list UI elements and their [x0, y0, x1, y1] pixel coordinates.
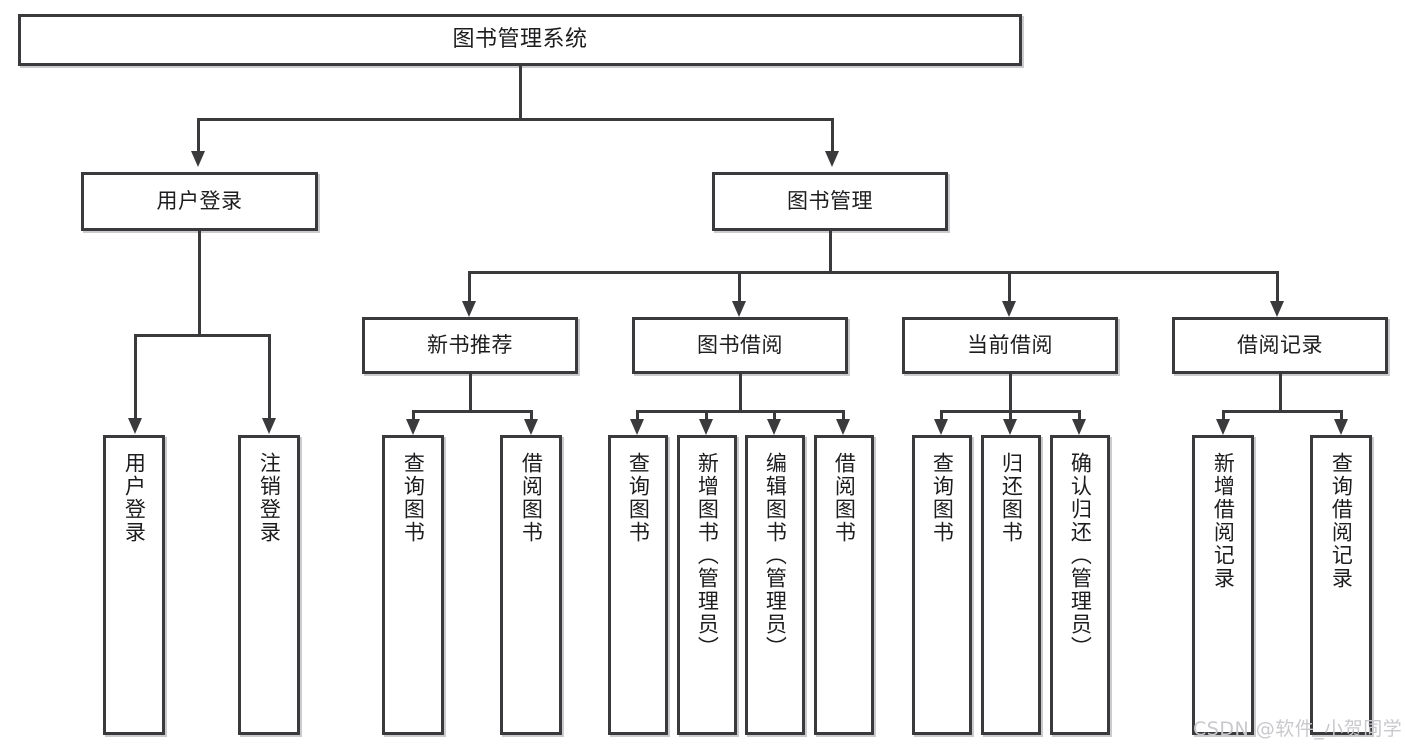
node-label: 图书管理系统	[452, 27, 588, 53]
node-label: 查询图书	[626, 452, 651, 544]
leaf-current-borrow-query[interactable]: 查询图书	[912, 435, 972, 735]
connector-bb-stem	[739, 374, 742, 410]
node-book-borrow[interactable]: 图书借阅	[632, 317, 848, 374]
connector-drop-book-manage	[831, 118, 834, 151]
node-label: 借阅图书	[832, 452, 857, 544]
node-borrow-record[interactable]: 借阅记录	[1172, 317, 1388, 374]
node-label: 图书借阅	[697, 333, 783, 358]
connector-drop-bb-0	[636, 410, 639, 419]
node-new-book-recommend[interactable]: 新书推荐	[362, 317, 578, 374]
arrow-bb-3	[836, 419, 850, 435]
node-label: 借阅图书	[519, 452, 544, 544]
node-user-login[interactable]: 用户登录	[81, 172, 318, 231]
arrow-bb-2	[767, 419, 781, 435]
connector-drop-nbr-1	[530, 410, 533, 419]
arrow-l3-2	[1002, 301, 1016, 317]
node-label: 借阅记录	[1237, 333, 1323, 358]
connector-level3-bus	[468, 271, 1279, 274]
node-label: 新增图书（管理员）	[695, 452, 720, 659]
leaf-book-borrow-borrow[interactable]: 借阅图书	[814, 435, 874, 735]
connector-drop-l3-0	[468, 271, 471, 301]
arrow-book-manage	[825, 151, 839, 167]
node-label: 查询借阅记录	[1329, 452, 1354, 590]
node-root-system[interactable]: 图书管理系统	[18, 14, 1022, 66]
node-label: 查询图书	[930, 452, 955, 544]
connector-br-bus	[1222, 410, 1343, 413]
arrow-bb-1	[699, 419, 713, 435]
arrow-ul-leaf-1	[262, 418, 276, 434]
arrow-cb-1	[1003, 419, 1017, 435]
arrow-br-1	[1334, 419, 1348, 435]
connector-drop-br-0	[1222, 410, 1225, 419]
connector-drop-bb-2	[773, 410, 776, 419]
node-label: 当前借阅	[967, 333, 1053, 358]
node-label: 查询图书	[401, 452, 426, 544]
leaf-new-book-query[interactable]: 查询图书	[382, 435, 444, 735]
arrow-bb-0	[630, 419, 644, 435]
leaf-user-login-logout[interactable]: 注销登录	[238, 435, 300, 735]
leaf-borrow-record-query[interactable]: 查询借阅记录	[1310, 435, 1372, 735]
connector-root-stem	[519, 66, 522, 118]
leaf-book-borrow-query[interactable]: 查询图书	[608, 435, 668, 735]
node-label: 用户登录	[156, 189, 243, 214]
node-label: 注销登录	[257, 452, 282, 544]
connector-drop-l3-2	[1008, 271, 1011, 301]
connector-drop-br-1	[1340, 410, 1343, 419]
leaf-book-borrow-edit[interactable]: 编辑图书（管理员）	[745, 435, 805, 735]
node-label: 编辑图书（管理员）	[763, 452, 788, 659]
node-book-management[interactable]: 图书管理	[712, 172, 948, 231]
connector-nbr-bus	[412, 410, 533, 413]
connector-drop-bb-3	[842, 410, 845, 419]
connector-drop-bb-1	[705, 410, 708, 419]
connector-drop-ul-leaf-0	[134, 334, 137, 418]
node-label: 归还图书	[999, 452, 1024, 544]
node-label: 图书管理	[787, 189, 873, 214]
arrow-cb-0	[934, 419, 948, 435]
csdn-watermark: CSDN @软件_小贺同学	[1193, 718, 1403, 740]
connector-drop-nbr-0	[412, 410, 415, 419]
node-label: 用户登录	[122, 452, 147, 544]
arrow-ul-leaf-0	[128, 418, 142, 434]
arrow-l3-3	[1270, 301, 1284, 317]
leaf-current-borrow-confirm[interactable]: 确认归还（管理员）	[1050, 435, 1110, 735]
connector-cb-stem	[1009, 374, 1012, 410]
connector-drop-user-login	[197, 118, 200, 151]
arrow-cb-2	[1072, 419, 1086, 435]
connector-drop-ul-leaf-1	[268, 334, 271, 418]
connector-user-login-stem	[198, 231, 201, 334]
node-current-borrow[interactable]: 当前借阅	[902, 317, 1118, 374]
node-label: 新增借阅记录	[1211, 452, 1236, 590]
node-label: 新书推荐	[427, 333, 513, 358]
leaf-borrow-record-add[interactable]: 新增借阅记录	[1192, 435, 1254, 735]
node-label: 确认归还（管理员）	[1068, 452, 1093, 659]
leaf-current-borrow-return[interactable]: 归还图书	[981, 435, 1041, 735]
connector-br-stem	[1279, 374, 1282, 410]
connector-drop-cb-1	[1009, 410, 1012, 419]
leaf-user-login-login[interactable]: 用户登录	[103, 435, 165, 735]
arrow-br-0	[1216, 419, 1230, 435]
connector-drop-l3-3	[1276, 271, 1279, 301]
connector-user-login-bus	[134, 334, 271, 337]
connector-level2-bus	[197, 118, 834, 121]
connector-nbr-stem	[469, 374, 472, 410]
arrow-l3-0	[462, 301, 476, 317]
arrow-l3-1	[732, 301, 746, 317]
arrow-nbr-0	[406, 419, 420, 435]
connector-book-manage-stem	[829, 231, 832, 271]
arrow-nbr-1	[524, 419, 538, 435]
leaf-book-borrow-add[interactable]: 新增图书（管理员）	[677, 435, 737, 735]
connector-drop-cb-0	[940, 410, 943, 419]
leaf-new-book-borrow[interactable]: 借阅图书	[500, 435, 562, 735]
arrow-user-login	[191, 151, 205, 167]
connector-drop-l3-1	[738, 271, 741, 301]
connector-drop-cb-2	[1078, 410, 1081, 419]
connector-bb-bus	[636, 410, 845, 413]
